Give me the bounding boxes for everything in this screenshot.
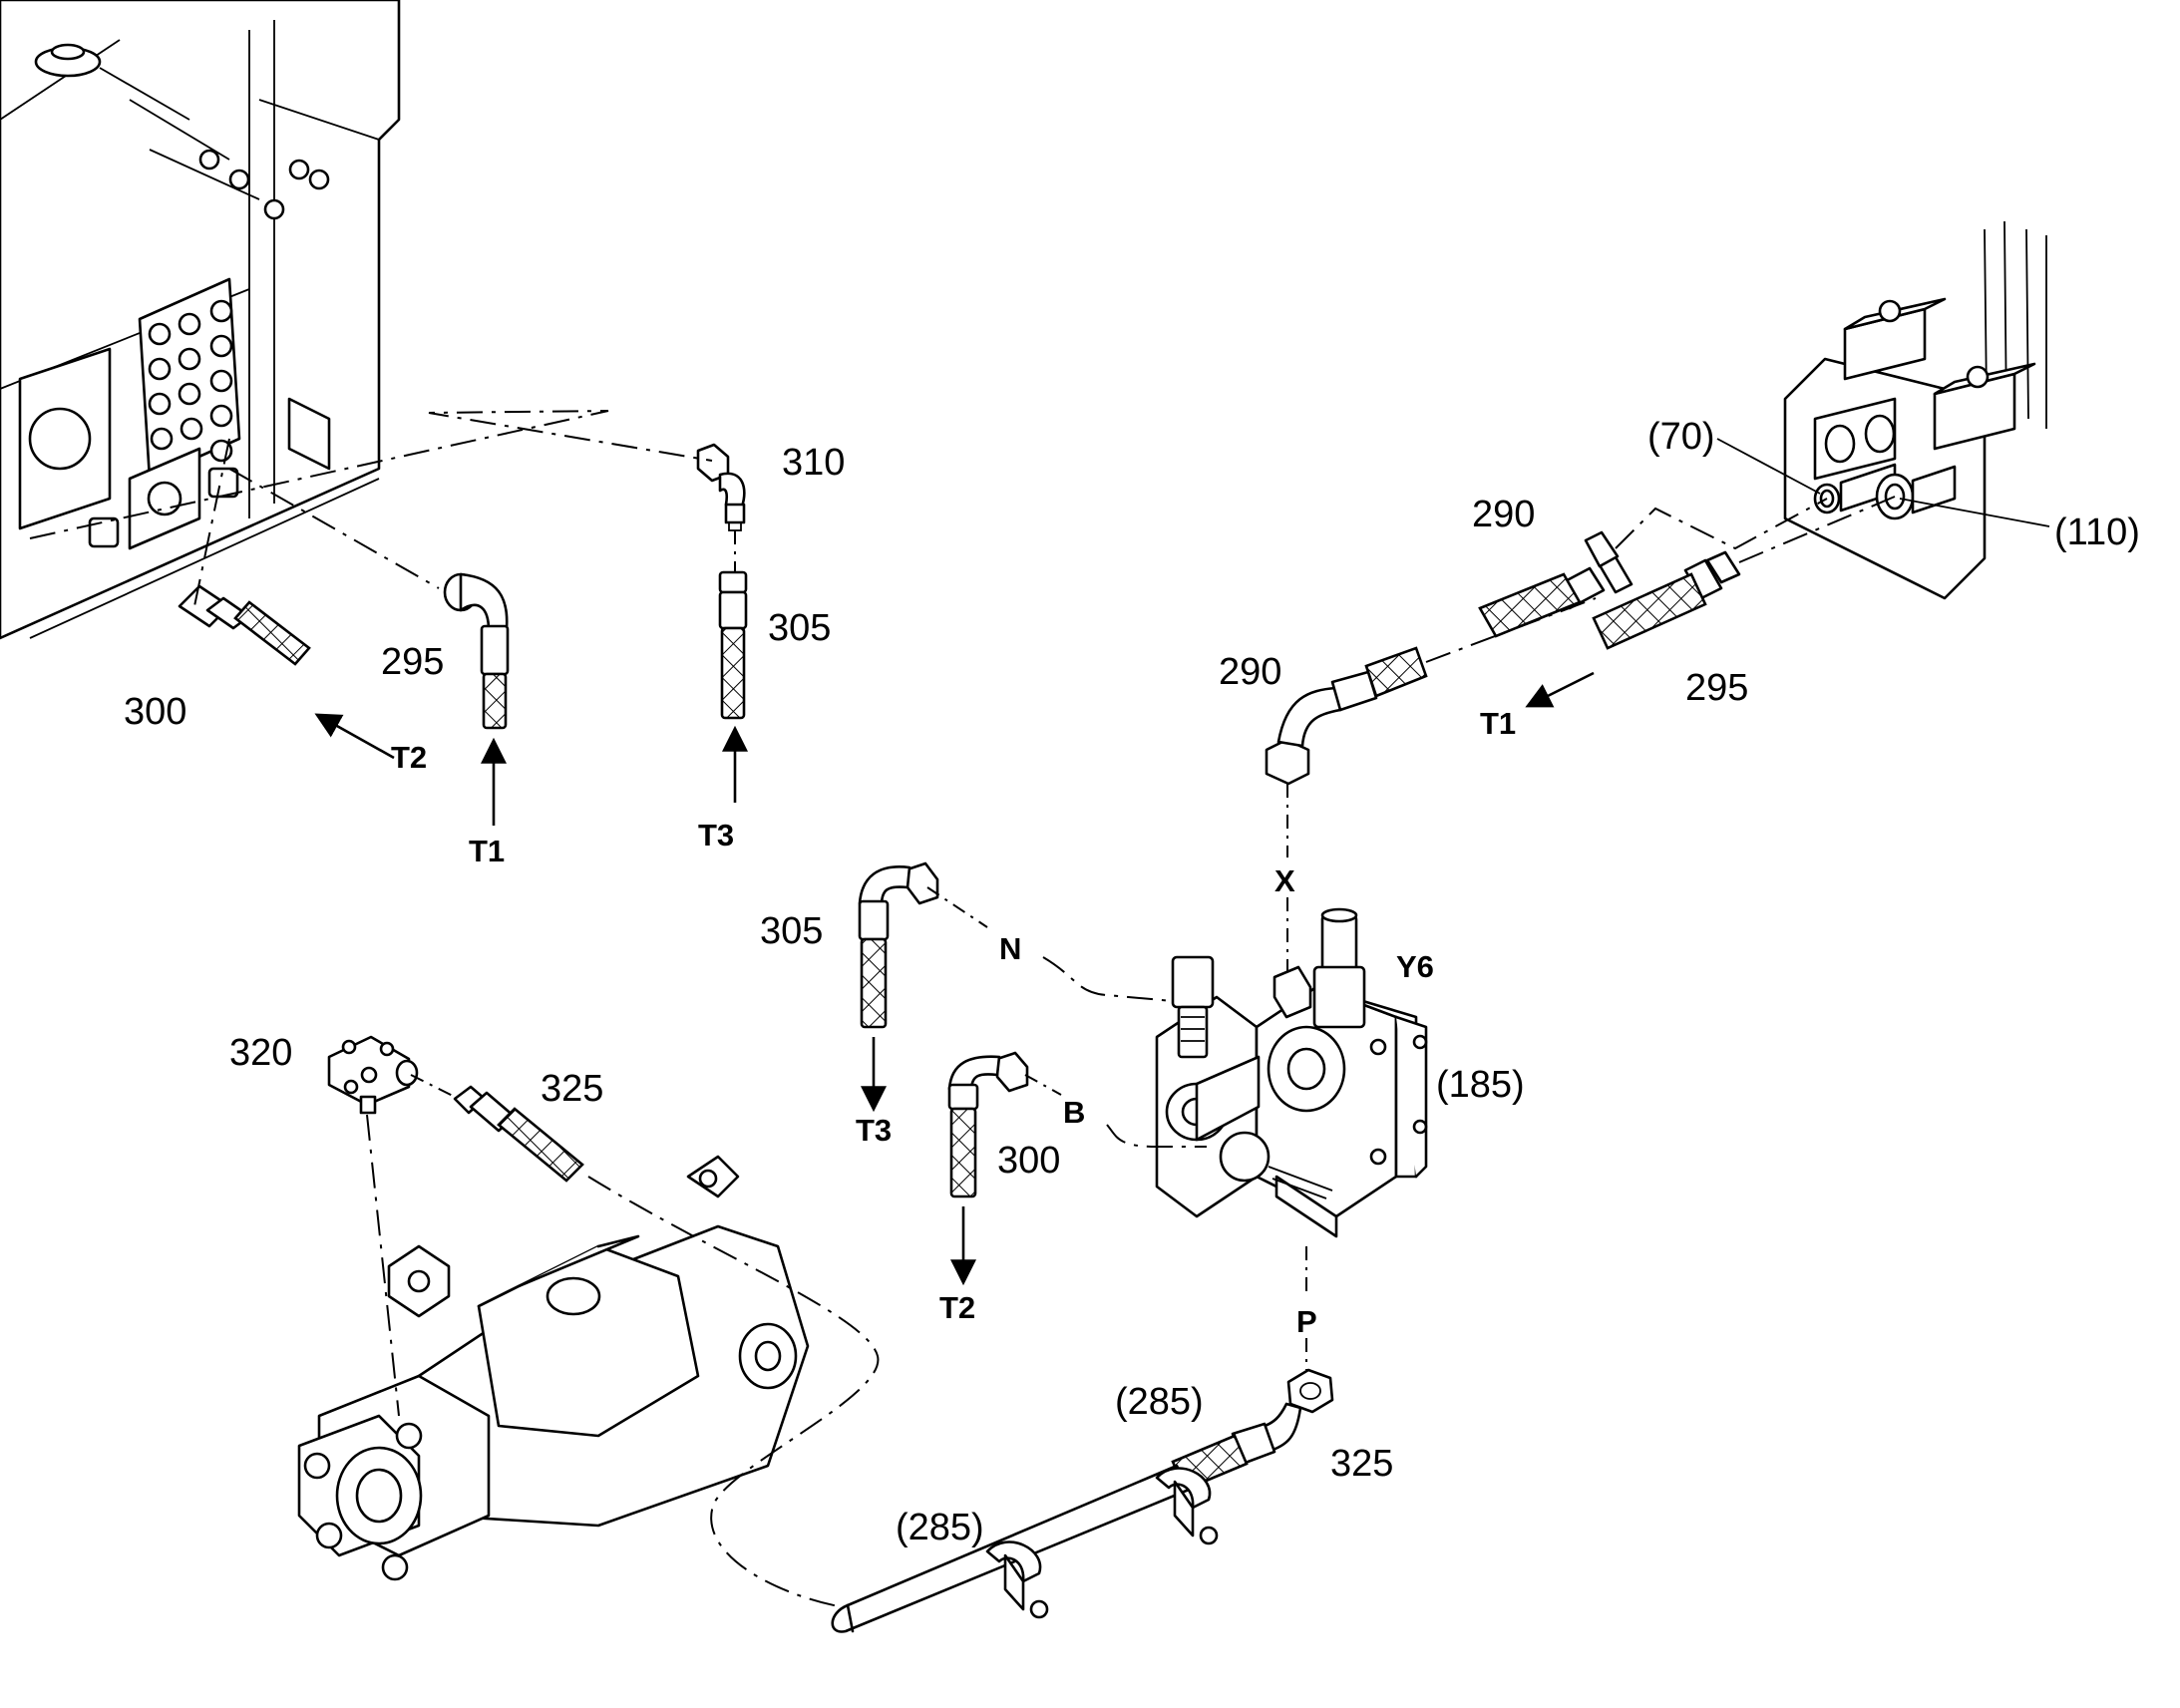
leader-line — [1899, 498, 2050, 527]
callout-295-right: 295 — [1685, 667, 1748, 709]
leader-line — [1042, 956, 1174, 1002]
port-label-t3-top: T3 — [698, 818, 734, 853]
port-label-t2-mid: T2 — [939, 1290, 975, 1325]
control-valve-185 — [1155, 907, 1428, 1238]
port-label-t3-mid: T3 — [856, 1113, 892, 1148]
leader-line — [193, 438, 230, 607]
callout-185: (185) — [1436, 1064, 1525, 1106]
leader-line — [587, 1176, 880, 1608]
callout-290-right: 290 — [1472, 494, 1535, 535]
leader-line — [1024, 1074, 1062, 1096]
hose-305-top — [718, 570, 748, 720]
hydraulic-pump — [297, 1155, 810, 1581]
leader-line — [1615, 498, 1828, 550]
leader-line — [1716, 438, 1821, 495]
callout-70: (70) — [1647, 416, 1715, 458]
valve-block-ports — [18, 277, 331, 550]
port-label-n: N — [999, 931, 1021, 966]
callout-310: 310 — [782, 442, 845, 484]
port-label-t1-right: T1 — [1480, 706, 1516, 741]
leader-line — [1738, 496, 1896, 563]
fitting-310 — [696, 443, 746, 531]
port-label-p: P — [1296, 1304, 1317, 1339]
hose-300-top — [178, 584, 311, 666]
callout-300-mid: 300 — [997, 1140, 1060, 1182]
hose-295-right — [1592, 550, 1741, 650]
port-label-b: B — [1063, 1095, 1085, 1130]
callout-285-upper: (285) — [1115, 1381, 1204, 1423]
callout-325-left: 325 — [541, 1068, 603, 1110]
callout-325-bottom: 325 — [1330, 1443, 1393, 1485]
callout-285-lower: (285) — [896, 1507, 984, 1548]
callout-305-mid: 305 — [760, 910, 823, 952]
hose-290-mid — [1265, 646, 1428, 786]
flow-arrow-t2 — [314, 713, 395, 760]
leader-line — [366, 1114, 400, 1417]
leader-line — [1425, 597, 1597, 663]
port-label-y6: Y6 — [1396, 949, 1434, 984]
manifold-bracket — [1783, 220, 2047, 600]
hose-290-right — [1478, 530, 1634, 638]
callout-320: 320 — [229, 1032, 292, 1074]
leader-line — [410, 1074, 456, 1098]
leader-line — [926, 886, 988, 928]
port-label-x: X — [1274, 863, 1295, 898]
hose-305-mid — [858, 861, 939, 1029]
port-label-t1-top: T1 — [469, 834, 505, 868]
callout-295-top: 295 — [381, 641, 444, 683]
callout-305-top: 305 — [768, 607, 831, 649]
flow-arrow-t1-right — [1525, 671, 1595, 708]
hose-300-mid — [947, 1051, 1029, 1198]
hose-325-pressure — [831, 1368, 1334, 1633]
leader-line — [29, 410, 713, 539]
hose-295-top — [443, 572, 510, 730]
fitting-320 — [327, 1035, 419, 1115]
port-label-t2-top: T2 — [391, 740, 427, 775]
callout-110: (110) — [2054, 512, 2140, 553]
hose-325-left — [453, 1085, 584, 1183]
callout-300-top: 300 — [124, 691, 186, 733]
callout-290-mid: 290 — [1219, 651, 1281, 693]
leader-line — [228, 468, 440, 589]
leader-line — [1106, 1124, 1207, 1148]
